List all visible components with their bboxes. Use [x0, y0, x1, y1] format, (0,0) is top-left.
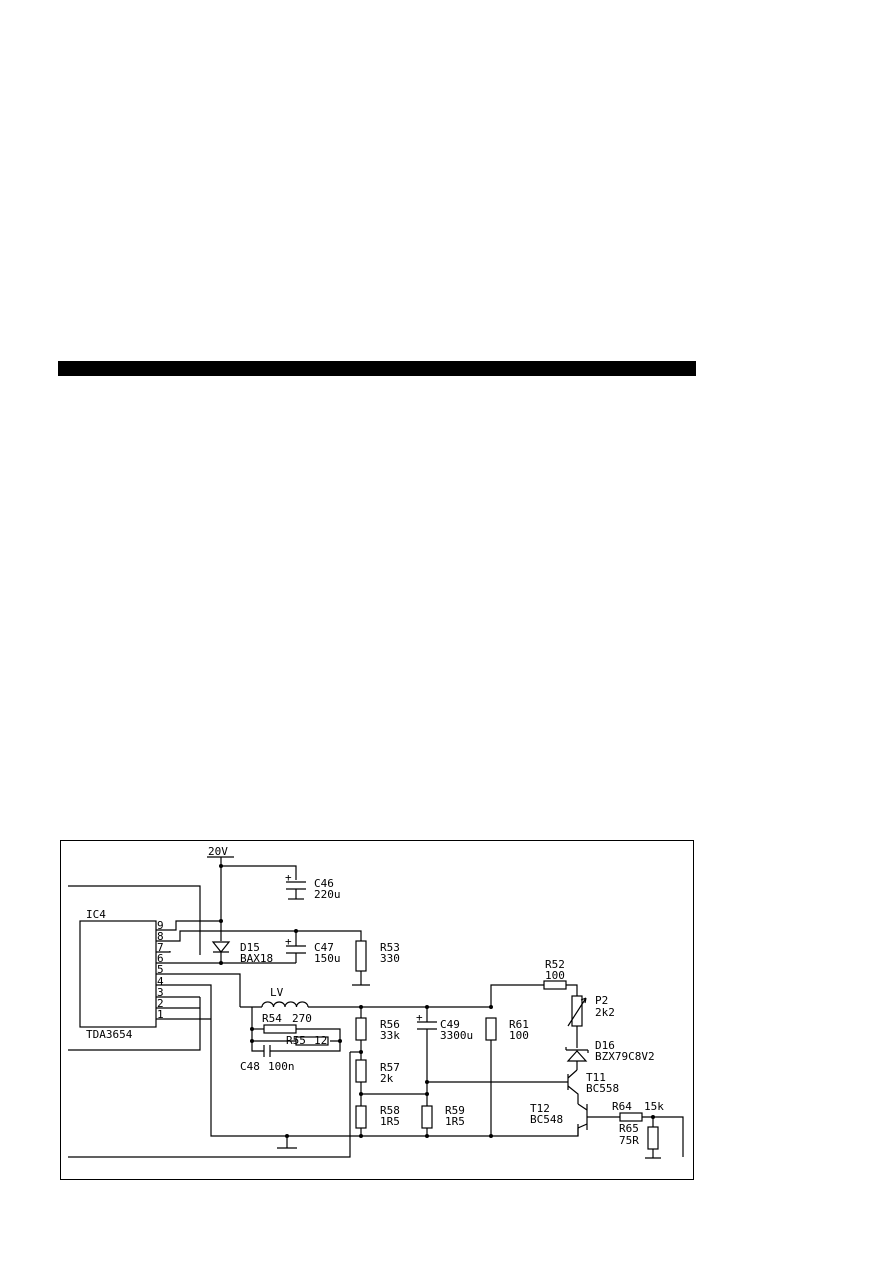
svg-text:150u: 150u — [314, 952, 341, 965]
svg-text:R53: R53 — [380, 941, 400, 954]
svg-text:330: 330 — [380, 952, 400, 965]
ic-pin-4: 4 — [157, 975, 164, 988]
r64-r65-output: R64 15k R65 75R — [612, 1100, 684, 1159]
ic-pin-2: 2 — [157, 997, 164, 1010]
svg-text:15k: 15k — [644, 1100, 664, 1113]
svg-text:270: 270 — [292, 1012, 312, 1025]
svg-text:D15: D15 — [240, 941, 260, 954]
svg-text:100: 100 — [509, 1029, 529, 1042]
ic4-chip: IC4 TDA3654 9 8 7 6 5 4 3 2 1 — [79, 908, 164, 1041]
t12-transistor: T12 BC548 — [530, 1102, 620, 1136]
svg-text:2k2: 2k2 — [595, 1006, 615, 1019]
svg-text:R65: R65 — [619, 1122, 639, 1135]
svg-text:220u: 220u — [314, 888, 341, 901]
svg-text:100n: 100n — [268, 1060, 295, 1073]
r54-r55-c48-network: R54 270 R55 12 C48 100n — [240, 1007, 342, 1073]
ic4-label: IC4 — [86, 908, 106, 921]
ic-pin-7: 7 — [157, 941, 164, 954]
svg-text:BAX18: BAX18 — [240, 952, 273, 965]
svg-text:+: + — [285, 871, 292, 884]
svg-text:R59: R59 — [445, 1104, 465, 1117]
ic-pin-6: 6 — [157, 952, 164, 965]
ic4-part-label: TDA3654 — [86, 1028, 133, 1041]
svg-text:100: 100 — [545, 969, 565, 982]
svg-text:R56: R56 — [380, 1018, 400, 1031]
svg-text:R58: R58 — [380, 1104, 400, 1117]
t11-transistor: T11 BC558 — [427, 1069, 619, 1104]
svg-text:C48: C48 — [240, 1060, 260, 1073]
ic-pin-3: 3 — [157, 986, 164, 999]
svg-text:BC548: BC548 — [530, 1113, 563, 1126]
ic-pin-8: 8 — [157, 930, 164, 943]
r53-resistor: R53 330 — [352, 940, 400, 986]
lv-inductor: LV — [261, 986, 309, 1008]
svg-text:3300u: 3300u — [440, 1029, 473, 1042]
svg-text:+: + — [285, 935, 292, 948]
svg-text:C46: C46 — [314, 877, 334, 890]
svg-text:R57: R57 — [380, 1061, 400, 1074]
output-rail — [240, 984, 544, 1009]
svg-text:12: 12 — [314, 1034, 327, 1047]
svg-text:R52: R52 — [545, 958, 565, 971]
svg-text:33k: 33k — [380, 1029, 400, 1042]
r56-r57-r58-chain: R56 33k R57 2k R58 1R5 — [350, 1007, 427, 1136]
svg-text:2k: 2k — [380, 1072, 394, 1085]
svg-text:P2: P2 — [595, 994, 608, 1007]
supply-rail: 20V — [207, 845, 297, 941]
svg-text:T11: T11 — [586, 1071, 606, 1084]
r61-resistor: R61 100 — [485, 1017, 529, 1136]
ic-pin-wiring — [156, 920, 362, 1137]
c46-capacitor: + C46 220u — [285, 871, 341, 901]
svg-text:+: + — [416, 1011, 423, 1024]
svg-text:R64: R64 — [612, 1100, 632, 1113]
input-lines — [68, 885, 351, 1158]
d15-diode: D15 BAX18 — [211, 941, 273, 965]
svg-text:C49: C49 — [440, 1018, 460, 1031]
ic-pin-5: 5 — [157, 963, 164, 976]
svg-text:R55: R55 — [286, 1034, 306, 1047]
supply-label: 20V — [208, 845, 228, 858]
section-divider-bar — [58, 361, 696, 376]
svg-text:C47: C47 — [314, 941, 334, 954]
svg-text:BC558: BC558 — [586, 1082, 619, 1095]
svg-text:BZX79C8V2: BZX79C8V2 — [595, 1050, 655, 1063]
svg-text:R54: R54 — [262, 1012, 282, 1025]
schematic-frame — [60, 840, 694, 1180]
svg-text:D16: D16 — [595, 1039, 615, 1052]
svg-text:75R: 75R — [619, 1134, 639, 1147]
r59-c49-branch: + C49 3300u R59 1R5 — [416, 1007, 473, 1136]
svg-text:T12: T12 — [530, 1102, 550, 1115]
c47-capacitor: + C47 150u — [285, 929, 341, 965]
svg-text:LV: LV — [270, 986, 284, 999]
svg-text:1R5: 1R5 — [445, 1115, 465, 1128]
ic-pin-9: 9 — [157, 919, 164, 932]
r52-p2-d16-chain: R52 100 P2 2k2 D16 BZX79C8V2 — [543, 958, 655, 1070]
ic-pin-1: 1 — [157, 1008, 164, 1021]
svg-text:1R5: 1R5 — [380, 1115, 400, 1128]
svg-text:R61: R61 — [509, 1018, 529, 1031]
